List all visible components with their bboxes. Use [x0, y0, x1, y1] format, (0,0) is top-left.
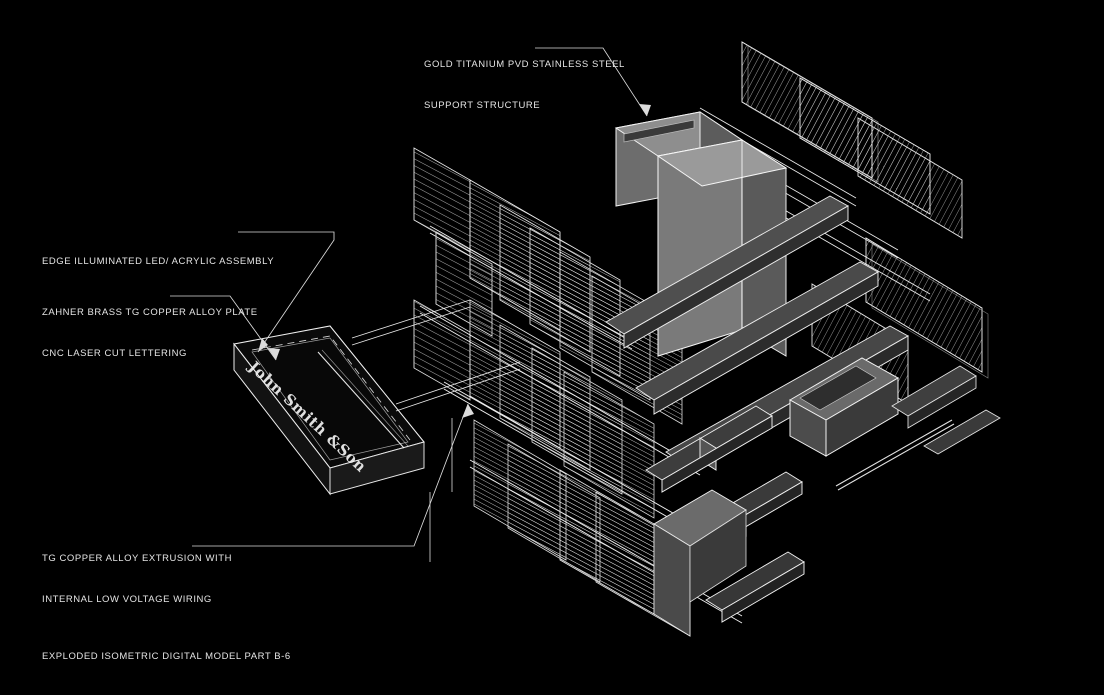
annotation-led-acrylic: EDGE ILLUMINATED LED/ ACRYLIC ASSEMBLY [42, 228, 274, 296]
annotation-brass-plate: ZAHNER BRASS TG COPPER ALLOY PLATE CNC L… [42, 279, 258, 387]
mesh-panel-group-right-top [741, 41, 963, 239]
brass-lettering-plate: John Smith &Son [233, 325, 425, 496]
annotation-support-structure: GOLD TITANIUM PVD STAINLESS STEEL SUPPOR… [424, 31, 625, 139]
open-tube-right [788, 357, 900, 457]
leader-led-acrylic [238, 231, 335, 353]
plate-connector-rails [351, 299, 521, 412]
annotation-support-structure-line1: GOLD TITANIUM PVD STAINLESS STEEL [424, 59, 625, 70]
annotation-brass-plate-line1: ZAHNER BRASS TG COPPER ALLOY PLATE [42, 307, 258, 318]
annotation-copper-extrusion: TG COPPER ALLOY EXTRUSION WITH INTERNAL … [42, 525, 232, 633]
annotation-copper-extrusion-line1: TG COPPER ALLOY EXTRUSION WITH [42, 553, 232, 564]
bottom-deep-channel [559, 469, 747, 637]
annotation-led-acrylic-line1: EDGE ILLUMINATED LED/ ACRYLIC ASSEMBLY [42, 256, 275, 267]
leader-lines [170, 47, 651, 547]
annotation-support-structure-line2: SUPPORT STRUCTURE [424, 99, 541, 111]
leader-brass-plate [170, 295, 277, 361]
annotation-brass-plate-line2: CNC LASER CUT LETTERING [42, 347, 187, 359]
rod-lower-right [835, 419, 955, 491]
leader-copper-extrusion [192, 403, 469, 547]
leader-support-structure [535, 47, 648, 117]
annotation-copper-extrusion-line2: INTERNAL LOW VOLTAGE WIRING [42, 593, 212, 605]
small-channels-right [891, 365, 1001, 455]
drawing-caption: EXPLODED ISOMETRIC DIGITAL MODEL PART B-… [42, 651, 291, 662]
